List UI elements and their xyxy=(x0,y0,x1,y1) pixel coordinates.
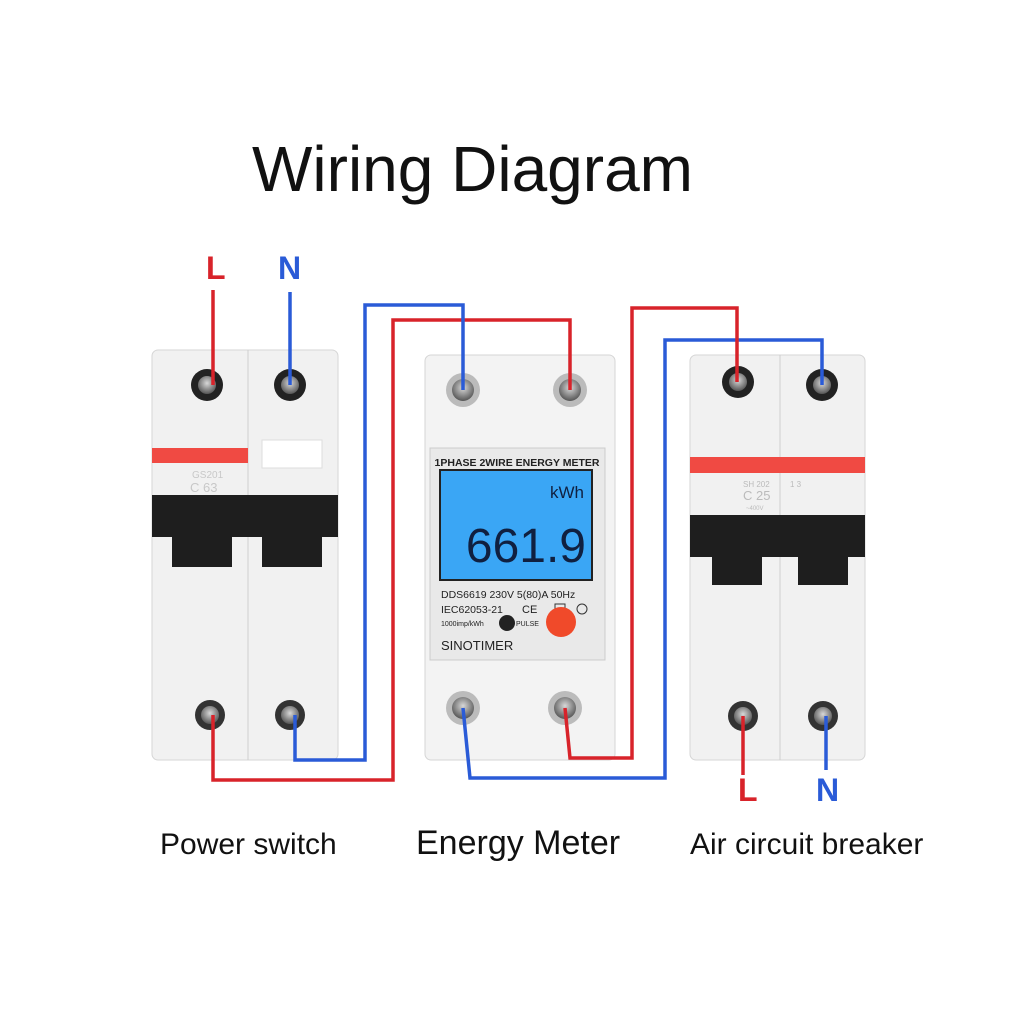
class-one-icon xyxy=(576,603,588,615)
terminal-screw-icon xyxy=(201,706,219,724)
input-neutral-label: N xyxy=(278,250,302,286)
right-breaker-rating: C 25 xyxy=(743,488,770,503)
output-live-label: L xyxy=(738,772,758,808)
meter-pulse: PULSE xyxy=(516,621,539,628)
caption-power-switch: Power switch xyxy=(160,828,337,861)
wires xyxy=(211,290,828,782)
ce-mark: CE xyxy=(522,604,537,616)
meter-spec-line1: DDS6619 230V 5(80)A 50Hz xyxy=(441,589,575,601)
pulse-led-icon xyxy=(499,615,515,631)
right-breaker-voltage: ~400V xyxy=(746,506,764,512)
left-breaker: GS201 C 63 xyxy=(151,349,339,761)
meter-button[interactable] xyxy=(546,607,576,637)
meter-unit: kWh xyxy=(550,483,584,502)
wire-meter-to-breaker-live xyxy=(563,306,739,760)
right-breaker: SH 202 C 25 ~400V 1 3 xyxy=(689,354,866,761)
caption-air-circuit-breaker: Air circuit breaker xyxy=(690,828,924,861)
wire-switch-to-meter-live xyxy=(211,318,572,782)
meter-impulse: 1000imp/kWh xyxy=(441,621,484,628)
output-neutral-label: N xyxy=(816,772,840,808)
left-breaker-model: GS201 xyxy=(192,470,224,481)
lcd-display xyxy=(439,469,593,581)
meter-spec-line2: IEC62053-21 xyxy=(441,604,503,616)
right-breaker-poles: 1 3 xyxy=(790,480,802,489)
meter-brand: SINOTIMER xyxy=(441,638,513,653)
meter-reading: 661.9 xyxy=(466,520,586,573)
right-breaker-model: SH 202 xyxy=(743,480,770,489)
energy-meter: 1PHASE 2WIRE ENERGY METER kWh 661.9 DDS6… xyxy=(424,354,616,761)
input-live-label: L xyxy=(206,250,226,286)
caption-energy-meter: Energy Meter xyxy=(416,824,621,862)
terminal-screw-icon xyxy=(814,707,832,725)
wire-meter-to-breaker-neutral xyxy=(461,338,824,780)
meter-header: 1PHASE 2WIRE ENERGY METER xyxy=(435,457,600,469)
diagram-title: Wiring Diagram xyxy=(252,133,693,205)
wire-switch-to-meter-neutral xyxy=(293,303,465,762)
left-breaker-rating: C 63 xyxy=(190,480,217,495)
